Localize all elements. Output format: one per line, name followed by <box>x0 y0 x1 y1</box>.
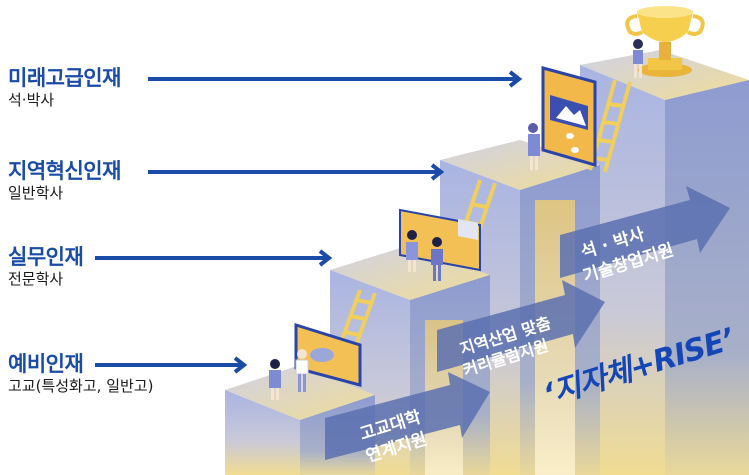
level-subtitle: 석·박사 <box>8 91 55 109</box>
trophy-icon <box>625 6 705 77</box>
level-subtitle: 전문학사 <box>8 270 64 288</box>
person-figure <box>269 359 281 400</box>
level-title: 실무인재 <box>8 245 84 269</box>
level-arrow <box>148 163 445 181</box>
level-label-advanced: 미래고급인재 석·박사 <box>8 66 121 110</box>
person-figure <box>528 123 540 170</box>
level-title: 지역혁신인재 <box>8 159 121 183</box>
step-4-block <box>580 50 749 475</box>
level-arrow <box>95 249 333 267</box>
level-arrow <box>148 70 523 88</box>
level-subtitle: 고교(특성화고, 일반고) <box>8 377 154 395</box>
level-subtitle: 일반학사 <box>8 184 64 202</box>
support-arrow-2: 지역산업 맞춤 커리큘럼지원 <box>437 280 605 380</box>
person-figure <box>295 349 309 392</box>
level-title: 미래고급인재 <box>8 66 121 90</box>
level-label-practical: 실무인재 전문학사 <box>8 245 84 289</box>
level-label-innovation: 지역혁신인재 일반학사 <box>8 159 121 203</box>
level-label-preliminary: 예비인재 고교(특성화고, 일반고) <box>8 352 153 396</box>
person-figure <box>406 230 418 272</box>
person-figure <box>633 39 643 78</box>
level-title: 예비인재 <box>8 352 84 376</box>
level-arrow <box>95 356 248 374</box>
ladder-icon <box>338 289 377 349</box>
chart-screen-illustration <box>294 322 362 387</box>
phone-screen-illustration <box>541 66 597 167</box>
person-figure <box>431 237 443 281</box>
